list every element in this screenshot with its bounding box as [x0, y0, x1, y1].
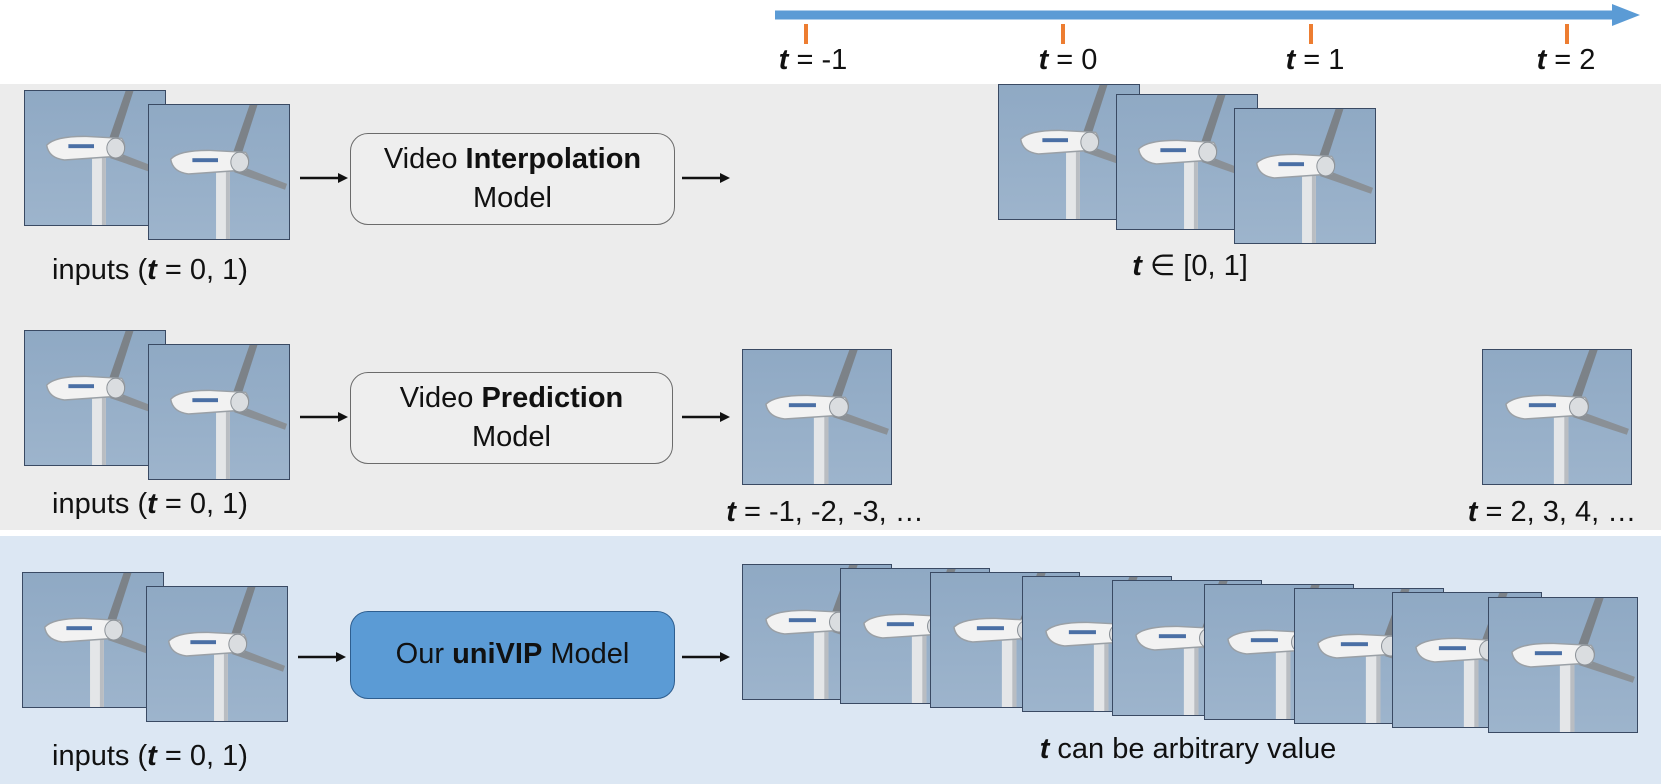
univip-output-frame — [1488, 597, 1638, 733]
univip-output-caption: t can be arbitrary value — [1039, 733, 1337, 765]
pred-past-caption: t = -1, -2, -3, … — [726, 496, 924, 528]
tick-label-2: t = 2 — [1536, 44, 1596, 76]
input-frame-t0 — [22, 572, 164, 708]
wind-turbine-icon — [149, 345, 289, 479]
video-prediction-model-box: Video Prediction Model — [350, 372, 673, 464]
pred-inputs-caption: inputs (t = 0, 1) — [52, 488, 248, 520]
input-frame-t0 — [24, 90, 166, 226]
wind-turbine-icon — [999, 85, 1139, 219]
right-arrow-icon — [300, 173, 348, 183]
tick-label-minus1: t = -1 — [778, 44, 848, 76]
input-frame-t1 — [146, 586, 288, 722]
video-interpolation-model-box: Video Interpolation Model — [350, 133, 675, 225]
interp-output-frame — [1234, 108, 1376, 244]
pred-past-frame — [742, 349, 892, 485]
timeline-axis — [775, 4, 1640, 44]
interp-output-caption: t ∈ [0, 1] — [1132, 250, 1248, 282]
right-arrow-icon — [298, 652, 346, 662]
right-arrow-icon — [682, 173, 730, 183]
wind-turbine-icon — [1235, 109, 1375, 243]
univip-model-box: Our uniVIP Model — [350, 611, 675, 699]
pred-future-frame — [1482, 349, 1632, 485]
pred-future-caption: t = 2, 3, 4, … — [1467, 496, 1637, 528]
right-arrow-icon — [300, 412, 348, 422]
wind-turbine-icon — [25, 91, 165, 225]
interp-output-frame — [998, 84, 1140, 220]
input-frame-t0 — [24, 330, 166, 466]
wind-turbine-icon — [1483, 350, 1631, 484]
wind-turbine-icon — [149, 105, 289, 239]
tick-label-0: t = 0 — [1038, 44, 1098, 76]
wind-turbine-icon — [147, 587, 287, 721]
wind-turbine-icon — [23, 573, 163, 707]
input-frame-t1 — [148, 104, 290, 240]
right-arrow-icon — [682, 412, 730, 422]
wind-turbine-icon — [1117, 95, 1257, 229]
input-frame-t1 — [148, 344, 290, 480]
tick-label-1: t = 1 — [1285, 44, 1345, 76]
interp-inputs-caption: inputs (t = 0, 1) — [52, 254, 248, 286]
univip-inputs-caption: inputs (t = 0, 1) — [52, 740, 248, 772]
wind-turbine-icon — [743, 350, 891, 484]
wind-turbine-icon — [1489, 598, 1637, 732]
wind-turbine-icon — [25, 331, 165, 465]
timeline-arrowhead-icon — [1612, 4, 1640, 26]
right-arrow-icon — [682, 652, 730, 662]
interp-output-frame — [1116, 94, 1258, 230]
